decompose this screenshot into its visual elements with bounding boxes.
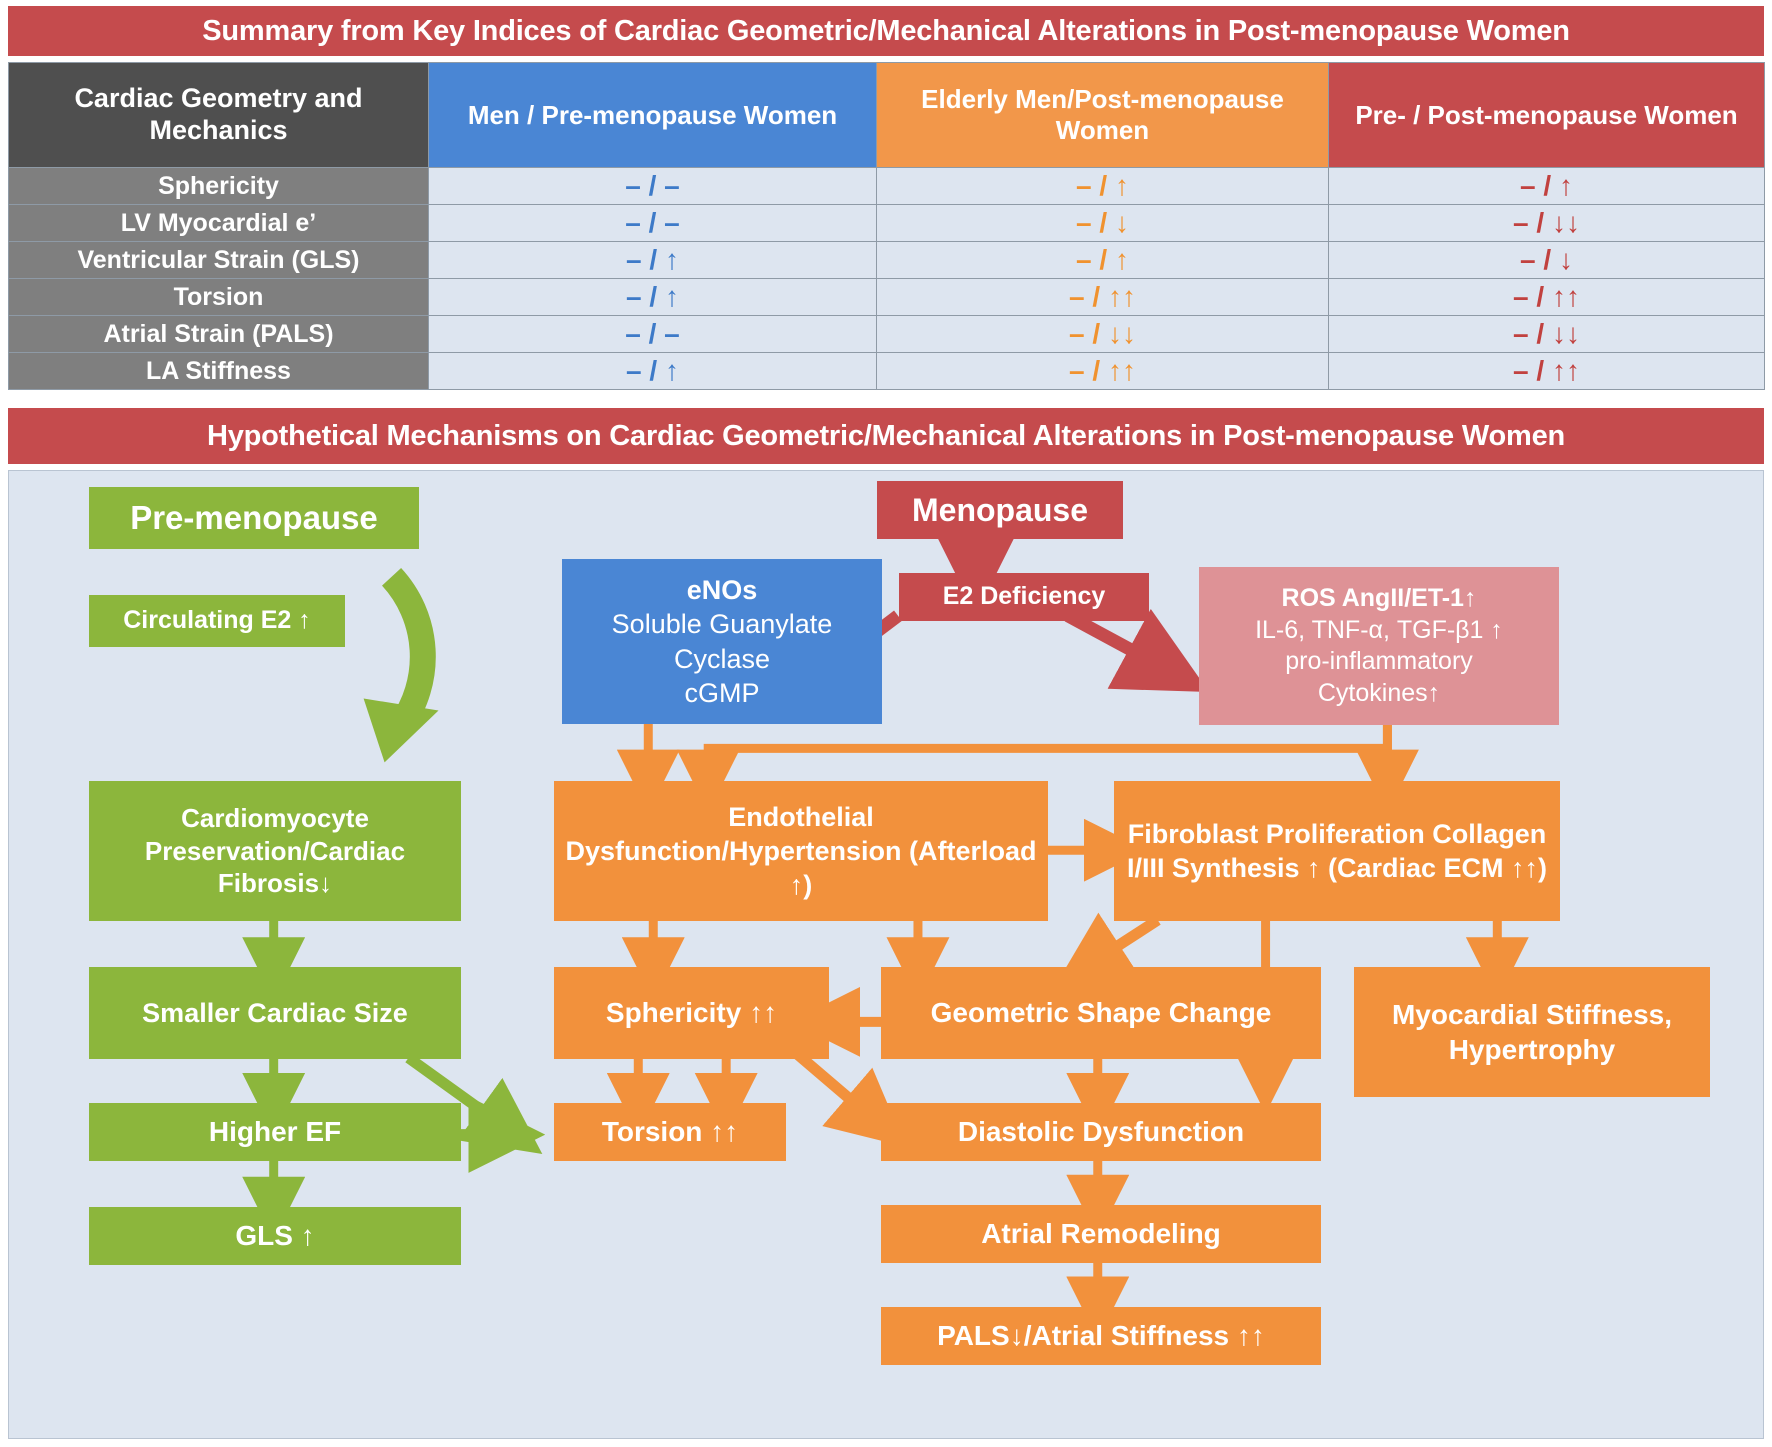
node-atrial-remodeling[interactable]: Atrial Remodeling bbox=[881, 1205, 1321, 1263]
table-row: Ventricular Strain (GLS) – / ↑ – / ↑ – /… bbox=[8, 241, 1765, 279]
node-cardiomyocyte-label: Cardiomyocyte Preservation/Cardiac Fibro… bbox=[144, 802, 406, 899]
node-smaller-cardiac-size-label: Smaller Cardiac Size bbox=[142, 997, 408, 1028]
node-fibroblast-proliferation[interactable]: Fibroblast Proliferation Collagen I/III … bbox=[1114, 781, 1560, 921]
cell-men-pre: – / ↑ bbox=[428, 278, 877, 316]
cell-men-pre: – / – bbox=[428, 315, 877, 353]
row-label: Atrial Strain (PALS) bbox=[8, 315, 429, 353]
node-geometric-shape-change[interactable]: Geometric Shape Change bbox=[881, 967, 1321, 1059]
table-row: Atrial Strain (PALS) – / – – / ↓↓ – / ↓↓ bbox=[8, 315, 1765, 353]
cell-elderly-post: – / ↑↑ bbox=[876, 352, 1329, 390]
node-pals-atrial-stiffness[interactable]: PALS↓/Atrial Stiffness ↑↑ bbox=[881, 1307, 1321, 1365]
node-ros-line4: Cytokines↑ bbox=[1317, 678, 1441, 707]
node-endothelial-label: Endothelial Dysfunction/Hypertension (Af… bbox=[565, 801, 1037, 900]
node-higher-ef[interactable]: Higher EF bbox=[89, 1103, 461, 1161]
row-label: Ventricular Strain (GLS) bbox=[8, 241, 429, 279]
node-diastolic-label: Diastolic Dysfunction bbox=[957, 1116, 1245, 1148]
summary-banner: Summary from Key Indices of Cardiac Geom… bbox=[8, 6, 1764, 56]
cell-elderly-post: – / ↑ bbox=[876, 241, 1329, 279]
node-cardiomyocyte-preservation[interactable]: Cardiomyocyte Preservation/Cardiac Fibro… bbox=[89, 781, 461, 921]
cell-pre-post: – / ↑↑ bbox=[1328, 352, 1765, 390]
column-header-elderly-post: Elderly Men/Post-menopause Women bbox=[876, 62, 1329, 168]
node-fibroblast-label: Fibroblast Proliferation Collagen I/III … bbox=[1126, 818, 1548, 883]
table-header-row: Cardiac Geometry and Mechanics Men / Pre… bbox=[8, 62, 1765, 168]
node-torsion-label: Torsion ↑↑ bbox=[601, 1116, 739, 1148]
node-pre-menopause-label: Pre-menopause bbox=[130, 499, 378, 537]
node-enos-title: eNOs bbox=[686, 575, 758, 606]
cell-men-pre: – / – bbox=[428, 167, 877, 205]
cell-elderly-post: – / ↑↑ bbox=[876, 278, 1329, 316]
node-enos-line2: Soluble Guanylate bbox=[611, 609, 833, 640]
cell-men-pre: – / – bbox=[428, 204, 877, 242]
node-enos[interactable]: eNOs Soluble Guanylate Cyclase cGMP bbox=[562, 559, 882, 724]
mechanisms-banner: Hypothetical Mechanisms on Cardiac Geome… bbox=[8, 408, 1764, 464]
node-menopause[interactable]: Menopause bbox=[877, 481, 1123, 539]
cell-pre-post: – / ↑ bbox=[1328, 167, 1765, 205]
cell-elderly-post: – / ↑ bbox=[876, 167, 1329, 205]
node-myocardial-stiffness-label: Myocardial Stiffness, Hypertrophy bbox=[1391, 998, 1673, 1065]
node-circulating-e2-label: Circulating E2 ↑ bbox=[123, 606, 311, 635]
node-sphericity-label: Sphericity ↑↑ bbox=[605, 997, 778, 1029]
node-ros-line2: IL-6, TNF-α, TGF-β1 ↑ bbox=[1255, 615, 1503, 644]
link-ros-bus bbox=[676, 722, 1419, 813]
table-row: Sphericity – / – – / ↑ – / ↑ bbox=[8, 167, 1765, 205]
node-gls[interactable]: GLS ↑ bbox=[89, 1207, 461, 1265]
column-header-men-pre: Men / Pre-menopause Women bbox=[428, 62, 877, 168]
link-e2def-to-ros bbox=[1064, 608, 1210, 693]
node-menopause-label: Menopause bbox=[911, 491, 1089, 528]
cell-pre-post: – / ↓↓ bbox=[1328, 315, 1765, 353]
table-body: Sphericity – / – – / ↑ – / ↑ LV Myocardi… bbox=[8, 167, 1765, 390]
node-ros-angii[interactable]: ROS AngII/ET-1↑ IL-6, TNF-α, TGF-β1 ↑ pr… bbox=[1199, 567, 1559, 725]
node-circulating-e2[interactable]: Circulating E2 ↑ bbox=[89, 595, 345, 647]
table-row: LV Myocardial e’ – / – – / ↓ – / ↓↓ bbox=[8, 204, 1765, 242]
column-header-pre-post: Pre- / Post-menopause Women bbox=[1328, 62, 1765, 168]
cell-pre-post: – / ↓ bbox=[1328, 241, 1765, 279]
node-atrial-remodeling-label: Atrial Remodeling bbox=[981, 1218, 1221, 1250]
node-ros-title: ROS AngII/ET-1↑ bbox=[1281, 584, 1477, 612]
cell-elderly-post: – / ↓ bbox=[876, 204, 1329, 242]
node-smaller-cardiac-size[interactable]: Smaller Cardiac Size bbox=[89, 967, 461, 1059]
cell-men-pre: – / ↑ bbox=[428, 352, 877, 390]
node-diastolic-dysfunction[interactable]: Diastolic Dysfunction bbox=[881, 1103, 1321, 1161]
summary-banner-text: Summary from Key Indices of Cardiac Geom… bbox=[202, 14, 1570, 47]
node-ros-line3: pro-inflammatory bbox=[1285, 647, 1473, 675]
node-sphericity[interactable]: Sphericity ↑↑ bbox=[554, 967, 829, 1059]
row-label: LV Myocardial e’ bbox=[8, 204, 429, 242]
link-sphericity-to-diastolic bbox=[794, 1050, 906, 1147]
node-pals-label: PALS↓/Atrial Stiffness ↑↑ bbox=[937, 1320, 1265, 1352]
node-higher-ef-label: Higher EF bbox=[208, 1116, 342, 1148]
table-row: Torsion – / ↑ – / ↑↑ – / ↑↑ bbox=[8, 278, 1765, 316]
node-gls-label: GLS ↑ bbox=[235, 1220, 315, 1252]
node-myocardial-stiffness[interactable]: Myocardial Stiffness, Hypertrophy bbox=[1354, 967, 1710, 1097]
row-label: Torsion bbox=[8, 278, 429, 316]
node-endothelial-dysfunction[interactable]: Endothelial Dysfunction/Hypertension (Af… bbox=[554, 781, 1048, 921]
table-row: LA Stiffness – / ↑ – / ↑↑ – / ↑↑ bbox=[8, 352, 1765, 390]
cell-elderly-post: – / ↓↓ bbox=[876, 315, 1329, 353]
node-e2-deficiency-label: E2 Deficiency bbox=[942, 582, 1106, 611]
mechanisms-banner-text: Hypothetical Mechanisms on Cardiac Geome… bbox=[206, 419, 1566, 452]
node-enos-line3: Cyclase bbox=[673, 643, 771, 674]
row-label: LA Stiffness bbox=[8, 352, 429, 390]
node-pre-menopause[interactable]: Pre-menopause bbox=[89, 487, 419, 549]
summary-table: Cardiac Geometry and Mechanics Men / Pre… bbox=[8, 62, 1765, 390]
cell-men-pre: – / ↑ bbox=[428, 241, 877, 279]
column-header-metric: Cardiac Geometry and Mechanics bbox=[8, 62, 429, 168]
cell-pre-post: – / ↓↓ bbox=[1328, 204, 1765, 242]
node-geometric-label: Geometric Shape Change bbox=[930, 997, 1272, 1029]
row-label: Sphericity bbox=[8, 167, 429, 205]
node-torsion[interactable]: Torsion ↑↑ bbox=[554, 1103, 786, 1161]
recycle-arrow-green bbox=[363, 567, 439, 763]
node-enos-line4: cGMP bbox=[684, 677, 760, 708]
mechanisms-flowchart: Pre-menopause Menopause Circulating E2 ↑… bbox=[8, 470, 1764, 1439]
link-fibroblast-to-geometric bbox=[1054, 912, 1161, 987]
node-e2-deficiency[interactable]: E2 Deficiency bbox=[899, 573, 1149, 621]
cell-pre-post: – / ↑↑ bbox=[1328, 278, 1765, 316]
